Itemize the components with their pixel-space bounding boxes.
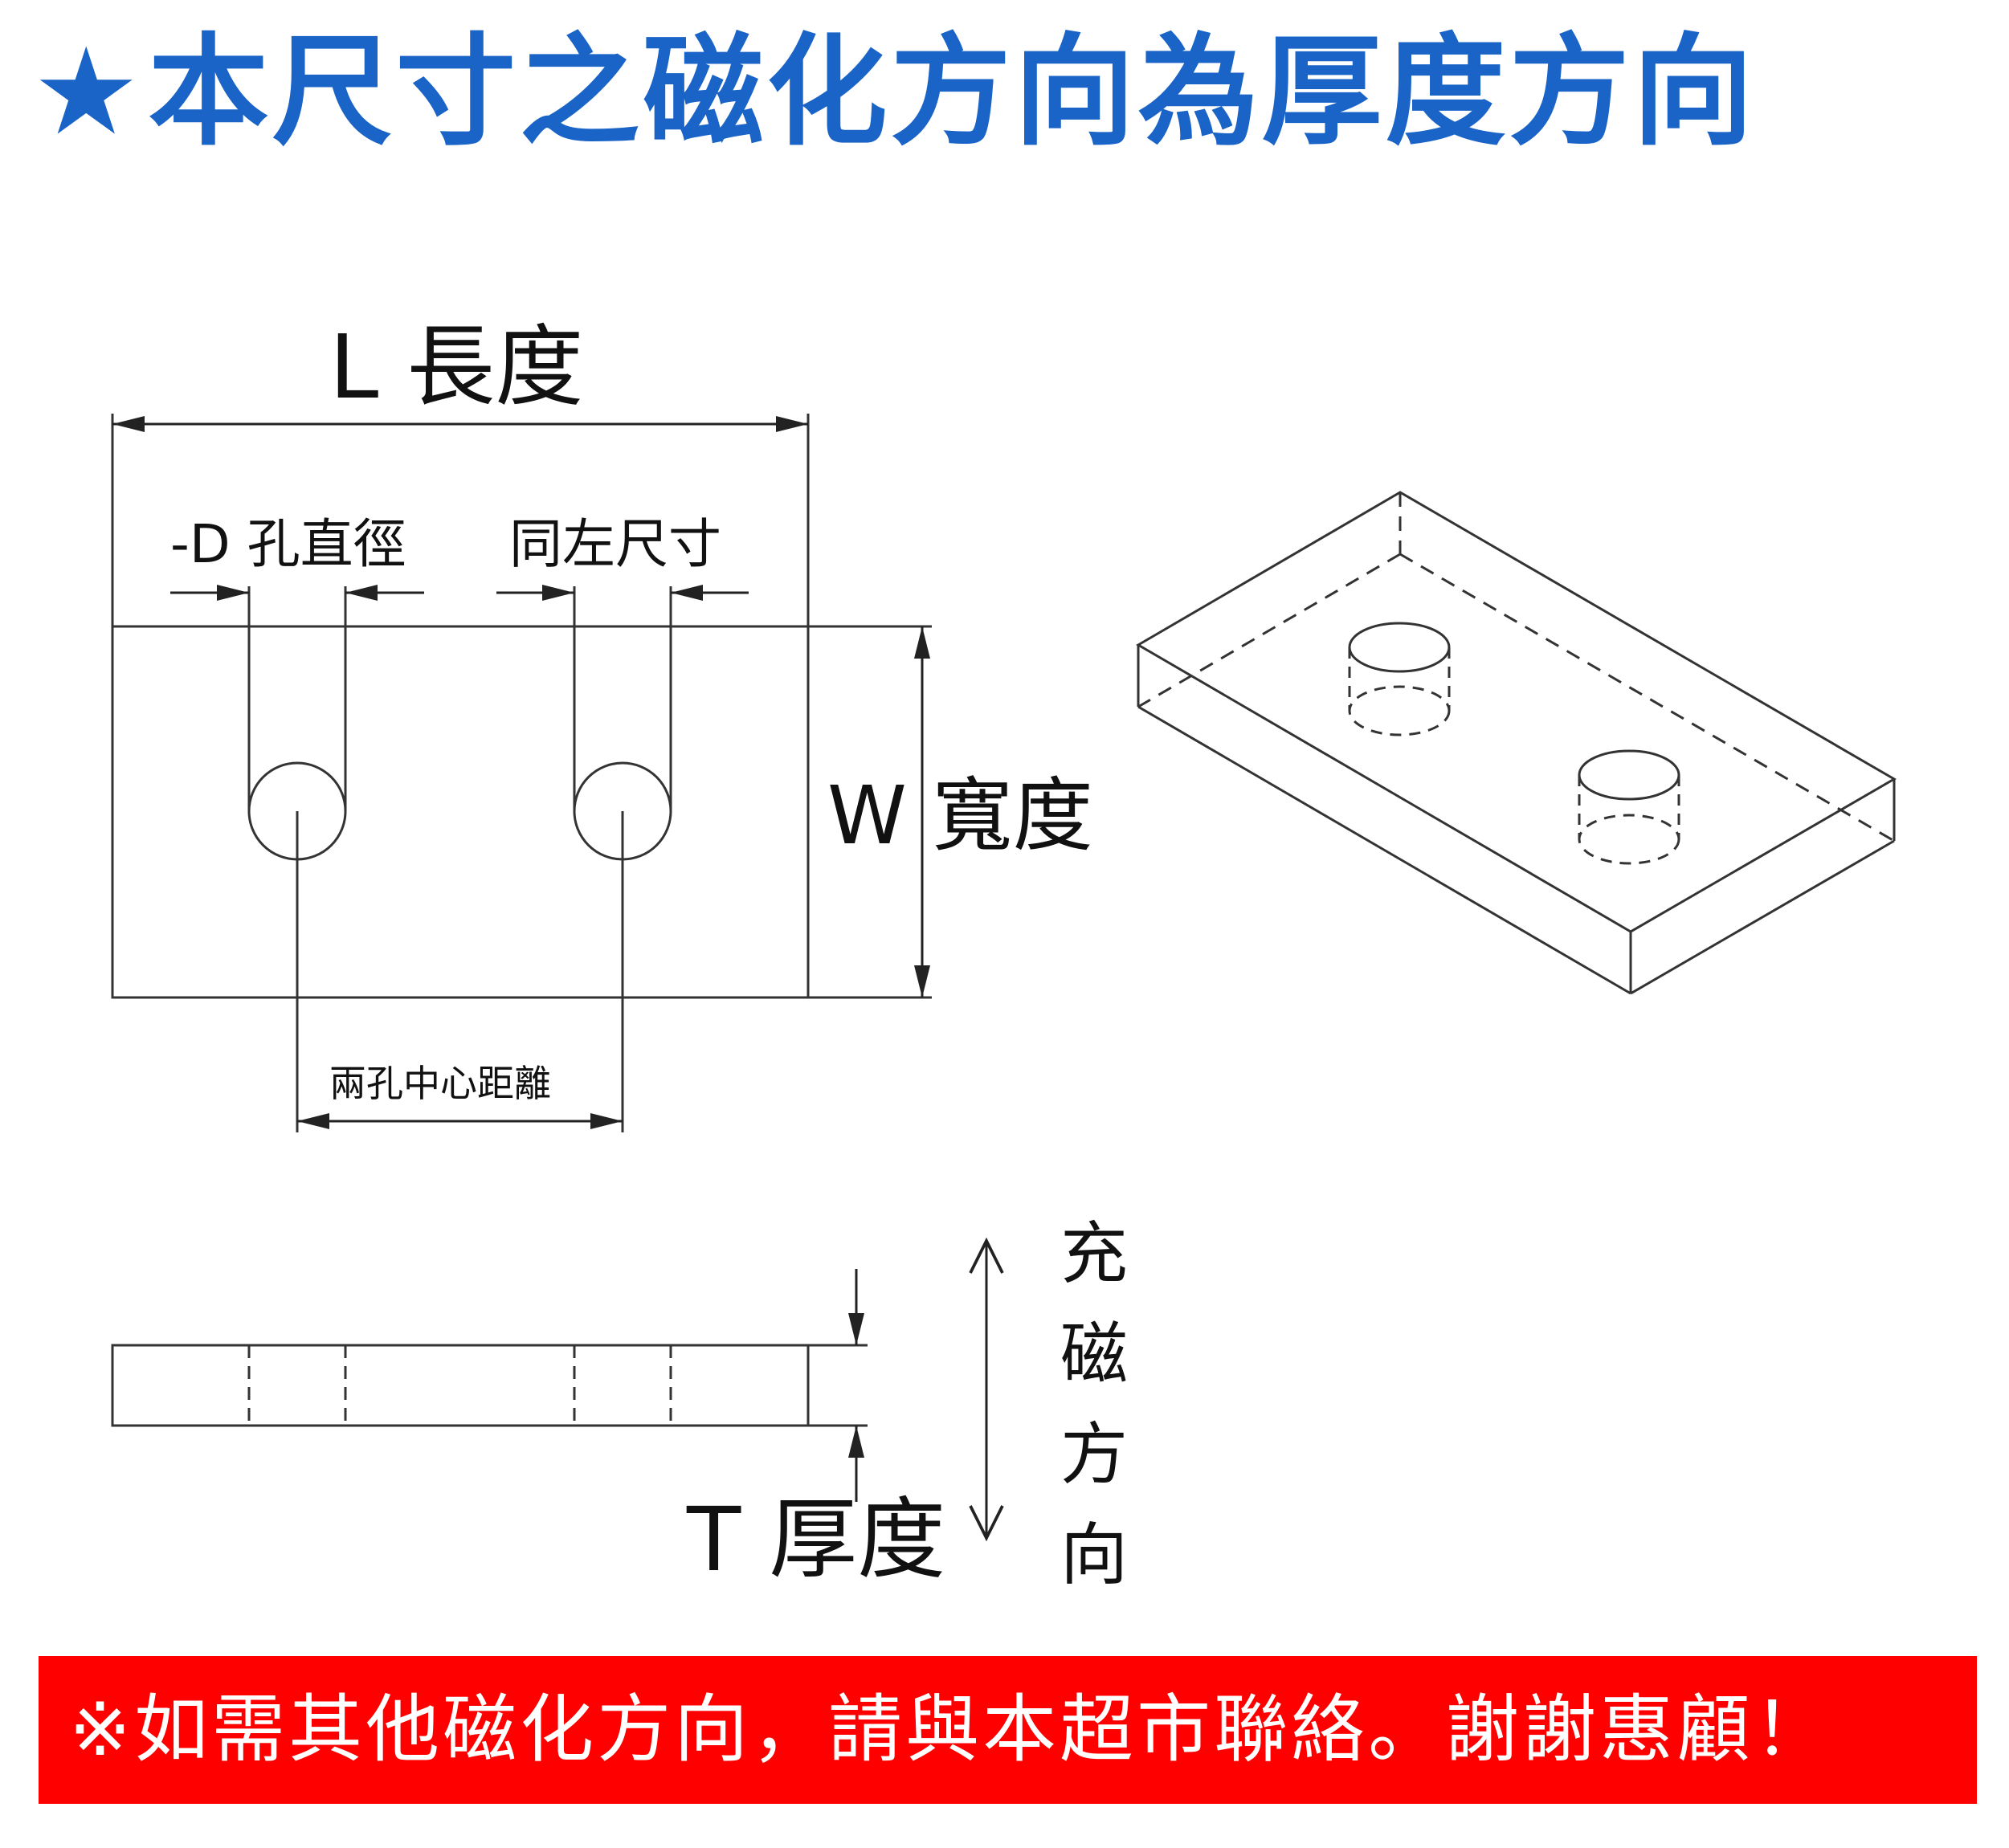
headline-text: 本尺寸之磁化方向為厚度方向: [148, 22, 1757, 162]
notice-text: ※如需其他磁化方向，請與本超市聯絡。謝謝惠顧！: [69, 1687, 1831, 1773]
magnetization-char-1: 充: [1060, 1214, 1128, 1293]
iso-hole-2: [1578, 749, 1680, 865]
hole-spacing-label: 兩孔中心距離: [329, 1062, 551, 1105]
length-label: L 長度: [329, 316, 583, 418]
hole-diameter-label: -D 孔直徑: [170, 513, 406, 575]
headline: ★本尺寸之磁化方向為厚度方向: [32, 24, 1757, 161]
magnetization-char-3: 方: [1060, 1415, 1128, 1494]
thickness-label: T 厚度: [686, 1488, 945, 1591]
iso-hidden-edges: [1137, 492, 1895, 842]
magnetization-char-4: 向: [1060, 1516, 1128, 1594]
iso-front-left-bottom: [1137, 705, 1631, 995]
magnetization-label: 充 磁 方 向: [1060, 1214, 1128, 1594]
top-view: [111, 414, 932, 1132]
side-view-outline: [111, 1344, 810, 1427]
dimension-arrows: [112, 416, 930, 1129]
width-label: W 寬度: [827, 769, 1093, 863]
star-icon: ★: [32, 22, 144, 162]
magnetization-char-2: 磁: [1060, 1315, 1128, 1393]
iso-top-face: [1136, 491, 1897, 933]
side-view: [111, 1344, 868, 1427]
side-view-hidden-holes: [247, 1345, 672, 1426]
iso-front-right-bottom: [1630, 839, 1895, 995]
top-view-outline: [111, 625, 810, 999]
notice-bar: ※如需其他磁化方向，請與本超市聯絡。謝謝惠顧！: [39, 1656, 1977, 1804]
isometric-view: [1136, 491, 1897, 995]
iso-hole-1: [1348, 622, 1451, 736]
same-size-label: 同左尺寸: [509, 513, 721, 575]
